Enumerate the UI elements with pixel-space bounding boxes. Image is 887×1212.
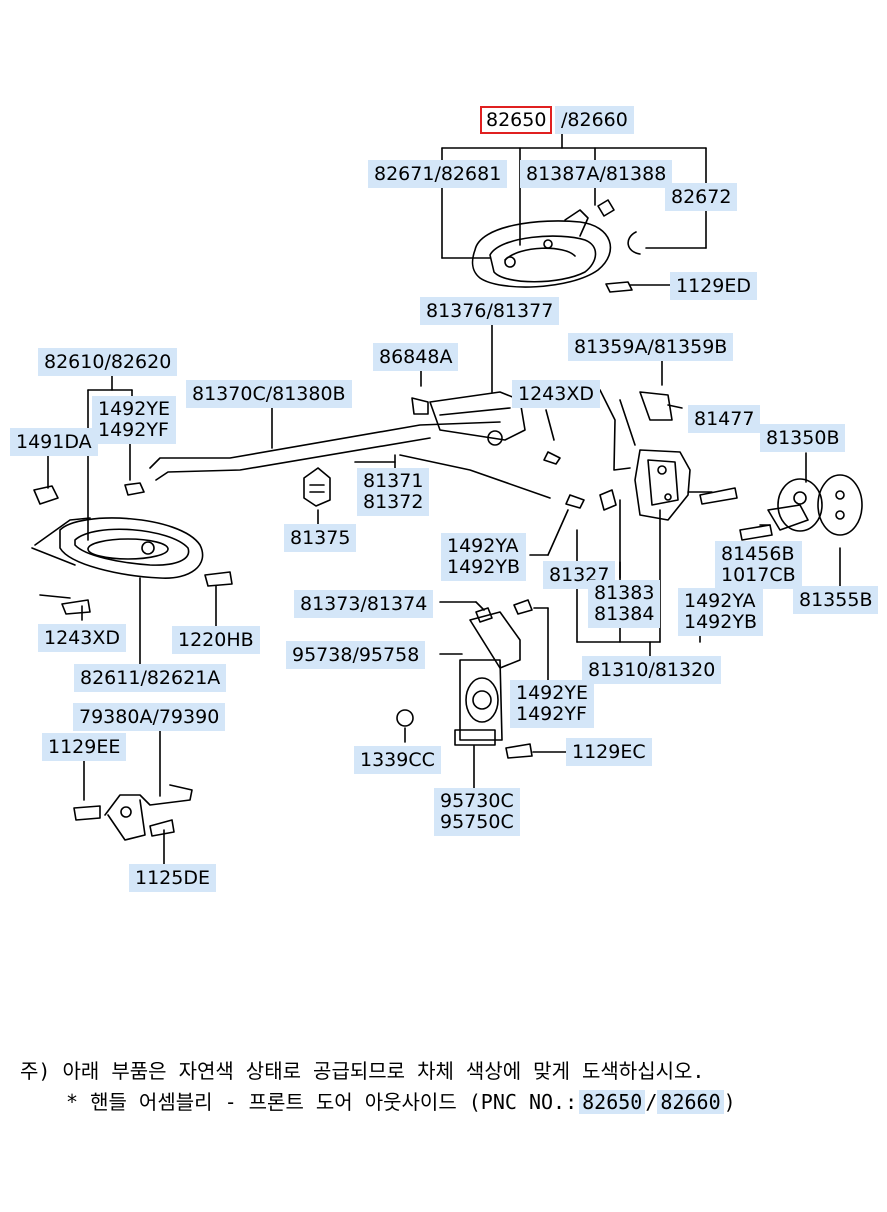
part-1220hb[interactable]: 1220HB bbox=[172, 626, 260, 654]
part-1492ye-mid-line1: 1492YE bbox=[516, 682, 588, 704]
part-81375[interactable]: 81375 bbox=[284, 524, 357, 552]
part-81350b[interactable]: 81350B bbox=[760, 424, 846, 452]
door-latch bbox=[565, 389, 738, 521]
part-81371[interactable]: 81371 81372 bbox=[357, 468, 430, 516]
part-1492ya-right-line1: 1492YA bbox=[684, 590, 756, 612]
note-pnc-separator: / bbox=[645, 1090, 658, 1114]
part-81376[interactable]: 81376/81377 bbox=[420, 297, 560, 325]
part-95738[interactable]: 95738/95758 bbox=[286, 641, 426, 669]
part-95730c-line1: 95730C bbox=[440, 790, 514, 812]
control-rod bbox=[149, 421, 551, 499]
part-86848a[interactable]: 86848A bbox=[373, 343, 459, 371]
part-1492ya-mid-line2: 1492YB bbox=[447, 556, 520, 578]
lock-plate bbox=[639, 391, 683, 421]
part-1492ye-left-line1: 1492YE bbox=[98, 398, 170, 420]
latch-bracket bbox=[396, 599, 533, 759]
part-81456b-line2: 1017CB bbox=[721, 564, 796, 586]
part-1491da[interactable]: 1491DA bbox=[10, 428, 98, 456]
part-81355b[interactable]: 81355B bbox=[793, 586, 879, 614]
note-pnc-82660[interactable]: 82660 bbox=[657, 1090, 724, 1114]
part-79380a[interactable]: 79380A/79390 bbox=[73, 703, 226, 731]
part-1492ya-right-line2: 1492YB bbox=[684, 611, 757, 633]
part-1492ye-left-line2: 1492YF bbox=[98, 419, 169, 441]
part-81383[interactable]: 81383 81384 bbox=[588, 580, 661, 628]
outside-handle-assembly bbox=[471, 199, 641, 293]
part-82671[interactable]: 82671/82681 bbox=[368, 160, 508, 188]
part-81383-line1: 81383 bbox=[594, 582, 655, 604]
part-81477[interactable]: 81477 bbox=[688, 405, 761, 433]
part-81371-line1: 81371 bbox=[363, 470, 424, 492]
note-line-2: * 핸들 어셈블리 - 프론트 도어 아웃사이드 (PNC NO.:82650/… bbox=[66, 1089, 736, 1115]
part-1492ye-left[interactable]: 1492YE 1492YF bbox=[92, 396, 176, 444]
part-1243xd-top[interactable]: 1243XD bbox=[512, 380, 600, 408]
part-82611[interactable]: 82611/82621A bbox=[74, 664, 227, 692]
door-check bbox=[73, 784, 193, 841]
part-1129ee[interactable]: 1129EE bbox=[42, 733, 127, 761]
part-1492ya-mid[interactable]: 1492YA 1492YB bbox=[441, 533, 526, 581]
part-1129ed[interactable]: 1129ED bbox=[670, 272, 757, 300]
part-82660[interactable]: /82660 bbox=[555, 106, 634, 134]
rod-clip bbox=[303, 467, 331, 507]
note-line-1: 주) 아래 부품은 자연색 상태로 공급되므로 차체 색상에 맞게 도색하십시오… bbox=[20, 1059, 705, 1083]
part-95730c[interactable]: 95730C 95750C bbox=[434, 788, 520, 836]
part-81310[interactable]: 81310/81320 bbox=[582, 656, 722, 684]
part-82650[interactable]: 82650 bbox=[480, 106, 553, 134]
note-line-2-suffix: ) bbox=[723, 1090, 736, 1114]
part-82672[interactable]: 82672 bbox=[665, 183, 738, 211]
part-81370c[interactable]: 81370C/81380B bbox=[186, 380, 352, 408]
part-81373[interactable]: 81373/81374 bbox=[294, 590, 434, 618]
striker bbox=[739, 474, 863, 541]
part-1492ya-mid-line1: 1492YA bbox=[447, 535, 519, 557]
part-1492ya-right[interactable]: 1492YA 1492YB bbox=[678, 588, 763, 636]
part-81456b[interactable]: 81456B 1017CB bbox=[715, 541, 802, 589]
note-line-2-prefix: * 핸들 어셈블리 - 프론트 도어 아웃사이드 (PNC NO.: bbox=[66, 1090, 578, 1114]
part-81371-line2: 81372 bbox=[363, 491, 424, 513]
note-pnc-82650[interactable]: 82650 bbox=[579, 1090, 646, 1114]
part-1125de[interactable]: 1125DE bbox=[129, 864, 216, 892]
part-1243xd-left[interactable]: 1243XD bbox=[38, 624, 126, 652]
part-1492ye-mid[interactable]: 1492YE 1492YF bbox=[510, 680, 594, 728]
part-81387a[interactable]: 81387A/81388 bbox=[520, 160, 673, 188]
rod-bracket-81376 bbox=[411, 391, 561, 465]
part-81359a[interactable]: 81359A/81359B bbox=[568, 333, 734, 361]
inside-handle bbox=[31, 482, 233, 615]
part-1492ye-mid-line2: 1492YF bbox=[516, 703, 587, 725]
part-95730c-line2: 95750C bbox=[440, 811, 514, 833]
part-82610[interactable]: 82610/82620 bbox=[38, 348, 178, 376]
part-81456b-line1: 81456B bbox=[721, 543, 795, 565]
part-1129ec[interactable]: 1129EC bbox=[566, 738, 652, 766]
part-81383-line2: 81384 bbox=[594, 603, 655, 625]
part-1339cc[interactable]: 1339CC bbox=[354, 746, 441, 774]
